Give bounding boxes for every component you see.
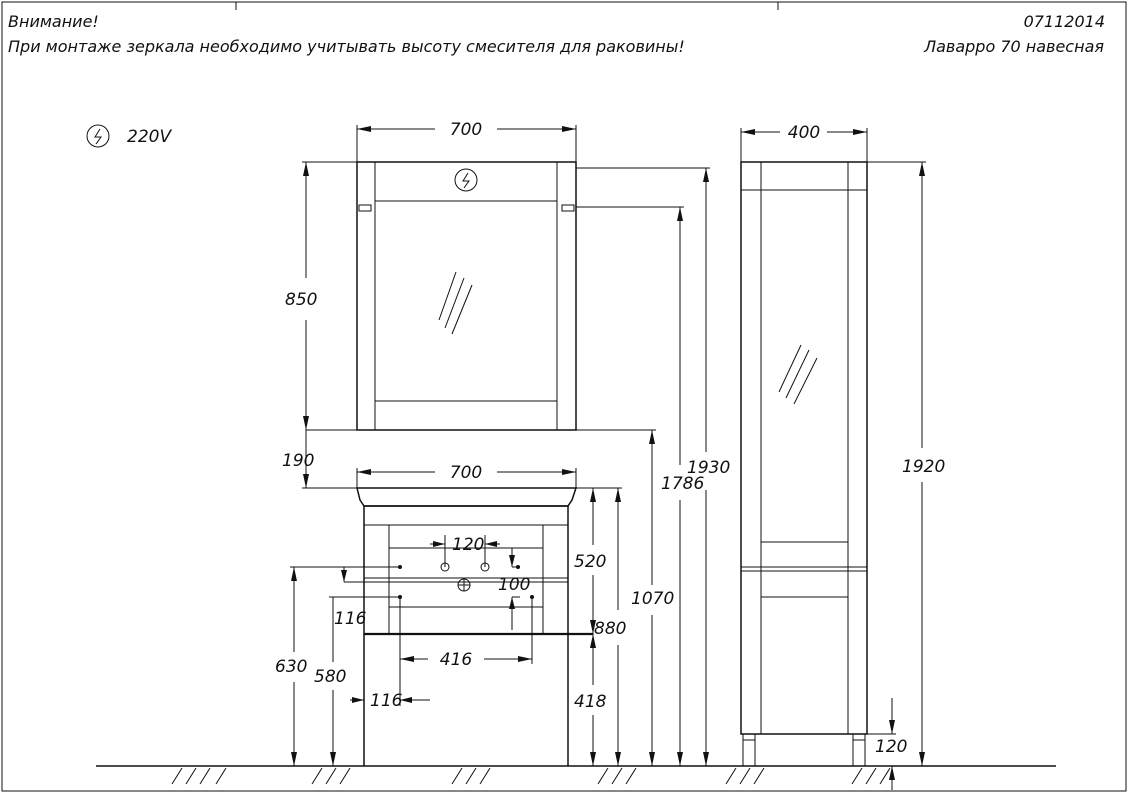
mirror-lamp-right — [561, 204, 575, 212]
dim-cabinet-height: 520 — [574, 552, 606, 572]
power-label: 220V — [127, 127, 172, 147]
dim-116-upper: 116 — [334, 609, 367, 629]
dim-580: 580 — [314, 667, 346, 687]
warning-title: Внимание! — [8, 12, 99, 31]
dim-column-width: 400 — [788, 123, 820, 143]
dim-1070: 1070 — [631, 589, 674, 609]
dim-116-lower: 116 — [370, 691, 403, 711]
dim-basin-width: 700 — [450, 463, 482, 483]
dim-630: 630 — [275, 657, 307, 677]
mirror-lamp-left — [358, 204, 372, 212]
dim-880: 880 — [594, 619, 626, 639]
dim-1786: 1786 — [661, 474, 704, 494]
dim-pipe-spacing: 416 — [440, 650, 473, 670]
dimension-lines — [290, 125, 926, 790]
warning-text: При монтаже зеркала необходимо учитывать… — [8, 37, 685, 56]
dim-column-height: 1920 — [902, 457, 945, 477]
dim-outlet-offset: 100 — [498, 575, 530, 595]
dim-gap: 190 — [282, 451, 314, 471]
basin-cabinet — [356, 487, 593, 766]
dim-column-leg: 120 — [875, 737, 907, 757]
dim-mirror-height: 850 — [285, 290, 317, 310]
dim-outlet-spacing: 120 — [452, 535, 484, 555]
lightning-icon — [86, 124, 110, 148]
dim-1930: 1930 — [687, 458, 730, 478]
socket-icon — [454, 168, 478, 192]
doc-code: 07112014 — [1024, 12, 1105, 31]
tall-column — [740, 161, 868, 767]
floor — [96, 765, 1056, 785]
dim-mirror-width: 700 — [450, 120, 482, 140]
mirror — [356, 161, 577, 431]
product-name: Лаварро 70 навесная — [923, 37, 1104, 56]
dim-418: 418 — [574, 692, 607, 712]
